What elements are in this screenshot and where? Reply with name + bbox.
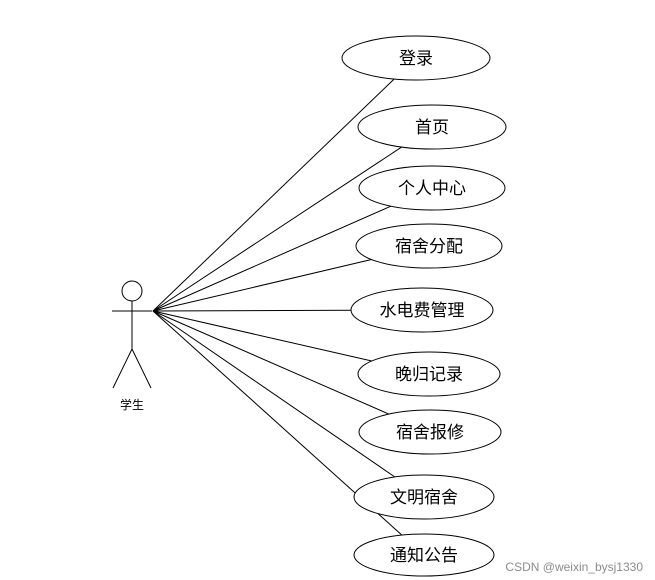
use-case: 个人中心	[358, 165, 506, 211]
use-case: 水电费管理	[350, 287, 494, 333]
association-line	[152, 205, 392, 312]
actor-leg-left	[112, 348, 133, 389]
use-case-label: 通知公告	[390, 546, 458, 566]
use-case-ellipse	[350, 287, 494, 333]
association-line	[152, 310, 372, 362]
use-case-label: 首页	[415, 118, 449, 138]
use-case-label: 宿舍报修	[396, 423, 464, 443]
use-case: 宿舍分配	[355, 223, 503, 269]
use-case-label: 登录	[399, 49, 433, 69]
use-case-label: 水电费管理	[380, 301, 465, 321]
actor-student: 学生	[112, 280, 152, 412]
use-case: 文明宿舍	[353, 474, 495, 520]
use-case: 通知公告	[353, 533, 495, 577]
use-case-ellipse	[353, 533, 495, 577]
actor-leg-right	[131, 348, 152, 389]
use-case-label: 文明宿舍	[390, 488, 458, 508]
use-case-label: 晚归记录	[395, 365, 463, 385]
watermark: CSDN @weixin_bysj1330	[505, 560, 643, 574]
association-line	[152, 310, 390, 415]
use-case-ellipse	[353, 474, 495, 520]
association-line	[152, 78, 395, 312]
use-case-ellipse	[357, 104, 507, 150]
association-line	[152, 310, 396, 478]
use-case-label: 个人中心	[398, 179, 466, 199]
use-case-ellipse	[355, 223, 503, 269]
use-case-ellipse	[357, 351, 501, 397]
actor-head	[121, 280, 143, 302]
use-case: 晚归记录	[357, 351, 501, 397]
use-case-ellipse	[341, 35, 491, 81]
actor-label: 学生	[120, 397, 144, 412]
use-case-label: 宿舍分配	[395, 237, 463, 257]
use-case-ellipse	[358, 165, 506, 211]
use-case: 登录	[341, 35, 491, 81]
use-case: 宿舍报修	[358, 409, 502, 455]
use-case-ellipse	[358, 409, 502, 455]
association-line	[152, 146, 402, 312]
association-line	[152, 259, 372, 312]
use-case: 首页	[357, 104, 507, 150]
association-line	[152, 309, 352, 312]
